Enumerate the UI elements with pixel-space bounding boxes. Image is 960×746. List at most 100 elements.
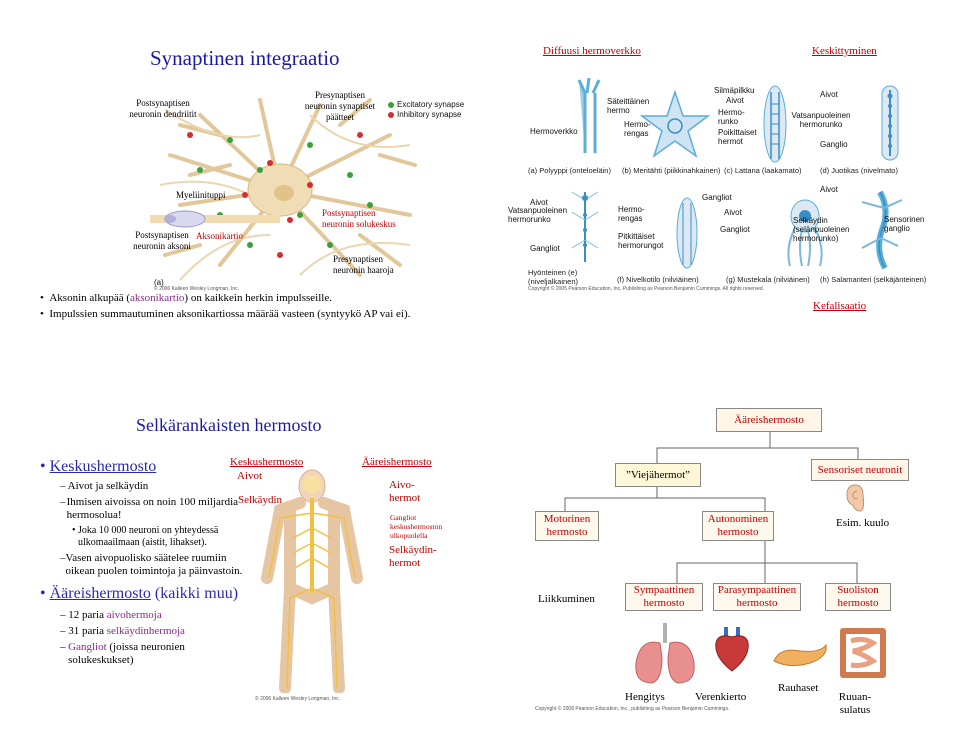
bullet-item: – 31 paria selkäydinhermoja (60, 625, 185, 637)
bullet-item: – Ihmisen aivoissa on noin 100 miljardia… (60, 496, 239, 521)
label-ganglio: Ganglio (820, 140, 848, 149)
caption-a: (a) Polyyppi (onteloeläin) (528, 166, 611, 175)
heading-diffuse[interactable]: Diffuusi hermoverkko (543, 45, 641, 57)
fig-label-selkaydinhermot: Selkäydin- hermot (389, 544, 437, 569)
label-branch: Presynaptisen neuronin haaroja (333, 254, 394, 275)
salamander-illustration (861, 190, 903, 270)
bullet-item: – Gangliot (joissa neuronien solukeskuks… (60, 641, 185, 666)
label-terminals: Presynaptisen neuronin synaptiset päätte… (304, 90, 376, 122)
fig-label-aareishermosto[interactable]: Ääreishermosto (362, 456, 432, 468)
polyp-illustration (577, 78, 601, 153)
label-axon: Postsynaptisen neuronin aksoni (133, 230, 191, 251)
label-aivot-g: Aivot (724, 208, 742, 217)
bullet-item: • Impulssien summautuminen aksonikartios… (40, 308, 411, 320)
box-suoliston[interactable]: Suoliston hermosto (825, 583, 891, 611)
label-selkaydin: Selkäydin (selänpuoleinen hermorunko) (793, 216, 850, 243)
slide-title: Synaptinen integraatio (150, 46, 340, 70)
caption-b: (b) Meritähti (piikkinahkainen) (622, 166, 721, 175)
bullet-item: – Aivot ja selkäydin (60, 480, 149, 492)
label-pitkittaiset: Pitkittäiset hermorungot (618, 232, 664, 250)
slide-nervous-evolution: Diffuusi hermoverkko Keskittyminen Hermo… (480, 0, 960, 373)
human-nervous-system-figure (261, 469, 363, 693)
label-hermorengas-f: Hermo- rengas (618, 205, 645, 223)
label-gangliot-g: Gangliot (702, 193, 732, 202)
caption-h: (h) Salamanteri (selkäjänteinen) (820, 275, 927, 284)
caption-d: (d) Juotikas (nivelmato) (820, 166, 898, 175)
copyright: © 2006 Kalleen Wesley Longman, Inc. (255, 696, 341, 702)
box-aareishermosto[interactable]: Ääreishermosto (716, 408, 822, 432)
excitatory-dot-icon (388, 101, 394, 108)
label-silmapilkku: Silmäpilkku (714, 86, 755, 95)
label-myelin: Myeliinituppi (176, 190, 226, 200)
bullet-item: • Aksonin alkupää (aksonikartio) on kaik… (40, 292, 332, 304)
label-vatsanpuoleinen-e: Vatsanpuoleinen hermorunko (508, 206, 568, 224)
bullet-item: – Vasen aivopuolisko säätelee ruumiin oi… (60, 552, 243, 577)
legend: Excitatory synapse Inhibitory synapse (388, 100, 464, 119)
starfish-illustration (640, 90, 710, 158)
label-hillock: Aksonikartio (196, 231, 243, 241)
flatworm-illustration (763, 85, 787, 163)
heading-aareishermosto[interactable]: • Ääreishermosto (kaikki muu) (40, 585, 239, 602)
heart-icon (715, 627, 749, 672)
caption-e: Hyönteinen (e) (niveljalkainen) (528, 268, 579, 286)
copyright: Copyright © 2005 Pearson Education, Inc.… (528, 286, 765, 292)
heading-centralization[interactable]: Keskittyminen (812, 45, 877, 57)
label-hermorunko: Hermo- runko (718, 108, 745, 126)
ear-icon (846, 484, 865, 512)
label-hermorengas: Hermo- rengas (624, 120, 651, 138)
left-column: • Keskushermosto – Aivot ja selkäydin – … (40, 457, 250, 667)
label-liikkuminen: Liikkuminen (538, 593, 595, 605)
heading-keskushermosto[interactable]: • Keskushermosto (40, 458, 157, 475)
fig-label-keskushermosto[interactable]: Keskushermosto (230, 456, 304, 468)
label-esim-kuulo: Esim. kuulo (836, 517, 890, 529)
copyright: © 2006 Kalleen Wesley Longman, Inc. (154, 286, 240, 292)
slide-vertebrate-nervous-system: Selkärankaisten hermosto • Keskushermost… (0, 373, 480, 746)
label-aivot-h: Aivot (820, 185, 838, 194)
box-viejahermot[interactable]: ”Viejähermot” (615, 463, 701, 487)
caption-c: (c) Lattana (laakamato) (724, 166, 802, 175)
label-verenkierto: Verenkierto (695, 691, 747, 703)
fig-label-gangliot: Gangliot keskushermoston ulkopuolella (390, 513, 443, 540)
bullet-list: • Aksonin alkupää (aksonikartio) on kaik… (40, 292, 470, 321)
label-dendrites: Postsynaptisen neuronin dendriitit (129, 98, 197, 119)
label-poikittaiset: Poikittaiset hermot (718, 128, 757, 146)
label-rauhaset: Rauhaset (778, 682, 819, 694)
slide-title: Selkärankaisten hermosto (136, 415, 322, 435)
bullet-item: – 12 paria aivohermoja (60, 609, 162, 621)
label-ruuansulatus: Ruuan- sulatus (838, 691, 872, 716)
legend-excitatory: Excitatory synapse (397, 100, 465, 109)
insect-illustration (571, 191, 599, 262)
box-motorinen[interactable]: Motorinen hermosto (535, 511, 599, 541)
link-kefalisaatio[interactable]: Kefalisaatio (813, 300, 867, 312)
box-parasympaattinen[interactable]: Parasympaattinen hermosto (713, 583, 801, 611)
leech-illustration (881, 85, 899, 161)
fig-label-aivohermot: Aivo- hermot (389, 479, 421, 504)
chiton-illustration (676, 197, 698, 269)
box-sympaattinen[interactable]: Sympaattinen hermosto (625, 583, 703, 611)
hierarchy-lines (564, 431, 859, 583)
bullet-item: • Joka 10 000 neuroni on yhteydessä ulko… (72, 525, 219, 548)
label-hengitys: Hengitys (625, 691, 665, 703)
figure-label: (a) (154, 278, 164, 287)
label-aivot-e: Aivot (530, 198, 548, 207)
fig-label-selkaydin: Selkäydin (238, 494, 282, 506)
label-sensorinen: Sensorinen ganglio (884, 215, 925, 233)
intestines-icon (840, 628, 886, 678)
octopus-illustration (787, 199, 823, 267)
label-gangliot-e: Gangliot (530, 244, 560, 253)
legend-inhibitory: Inhibitory synapse (397, 110, 462, 119)
label-aivot-d: Aivot (820, 90, 838, 99)
slide-synaptic-integration: Synaptinen integraatio Postsynaptisen ne… (0, 0, 480, 373)
box-sensoriset-neuronit[interactable]: Sensoriset neuronit (811, 459, 909, 481)
label-vatsanpuoleinen: Vatsanpuoleinen hermorunko (791, 111, 851, 129)
label-gangliot-g2: Gangliot (720, 225, 750, 234)
label-sateittainen: Säteittäinen hermo (607, 97, 650, 115)
caption-f: (f) Nivelkotilo (nilviäinen) (617, 275, 699, 284)
label-soma: Postsynaptisen neuronin solukeskus (322, 208, 396, 229)
label-aivot-c: Aivot (726, 96, 744, 105)
axon-illustration (150, 210, 280, 228)
slide-peripheral-nervous-system: Ääreishermosto ”Viejähermot” Sensoriset … (480, 373, 960, 746)
box-autonominen[interactable]: Autonominen hermosto (702, 511, 774, 541)
lungs-icon (635, 623, 695, 684)
caption-g: (g) Mustekala (nilviäinen) (726, 275, 810, 284)
